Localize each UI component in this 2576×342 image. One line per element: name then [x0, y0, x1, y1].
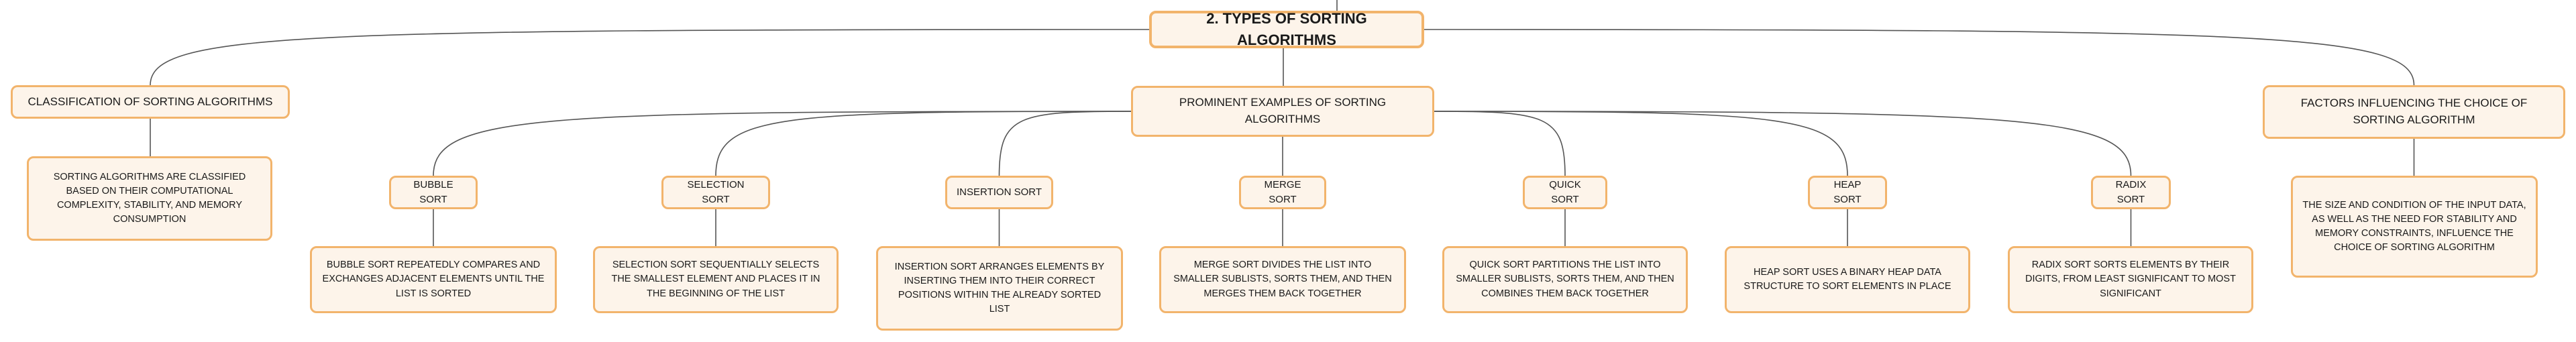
- classification-description-text: SORTING ALGORITHMS ARE CLASSIFIED BASED …: [53, 171, 246, 225]
- topic-quick-sort-label: QUICK SORT: [1549, 179, 1581, 205]
- connector-root-factors: [1424, 29, 2415, 86]
- topic-radix-sort-label: RADIX SORT: [2115, 179, 2147, 205]
- topic-insertion-sort[interactable]: INSERTION SORT: [945, 176, 1053, 209]
- topic-insertion-sort-label: INSERTION SORT: [957, 186, 1042, 198]
- merge-sort-description-text: MERGE SORT DIVIDES THE LIST INTO SMALLER…: [1173, 260, 1392, 299]
- bubble-sort-description[interactable]: BUBBLE SORT REPEATEDLY COMPARES AND EXCH…: [310, 246, 557, 313]
- topic-radix-sort[interactable]: RADIX SORT: [2091, 176, 2171, 209]
- heap-sort-description-text: HEAP SORT USES A BINARY HEAP DATA STRUCT…: [1743, 266, 1951, 292]
- topic-bubble-sort-label: BUBBLE SORT: [413, 179, 453, 205]
- topic-classification-label: CLASSIFICATION OF SORTING ALGORITHMS: [28, 95, 273, 108]
- selection-sort-description-text: SELECTION SORT SEQUENTIALLY SELECTS THE …: [611, 260, 820, 299]
- bubble-sort-description-text: BUBBLE SORT REPEATEDLY COMPARES AND EXCH…: [322, 260, 545, 299]
- topic-heap-sort[interactable]: HEAP SORT: [1808, 176, 1887, 209]
- topic-prominent-examples-label: PROMINENT EXAMPLES OF SORTING ALGORITHMS: [1179, 96, 1387, 125]
- quick-sort-description-text: QUICK SORT PARTITIONS THE LIST INTO SMAL…: [1456, 260, 1674, 299]
- topic-selection-sort-label: SELECTION SORT: [687, 179, 745, 205]
- classification-description[interactable]: SORTING ALGORITHMS ARE CLASSIFIED BASED …: [27, 156, 272, 241]
- root-topic[interactable]: 2. TYPES OF SORTING ALGORITHMS: [1149, 10, 1424, 48]
- topic-selection-sort[interactable]: SELECTION SORT: [661, 176, 770, 209]
- topic-heap-sort-label: HEAP SORT: [1833, 179, 1862, 205]
- connector-examples-quick: [1434, 111, 1566, 176]
- topic-merge-sort-label: MERGE SORT: [1264, 179, 1301, 205]
- merge-sort-description[interactable]: MERGE SORT DIVIDES THE LIST INTO SMALLER…: [1159, 246, 1406, 313]
- topic-bubble-sort[interactable]: BUBBLE SORT: [389, 176, 478, 209]
- connector-examples-bubble: [433, 111, 1132, 176]
- radix-sort-description[interactable]: RADIX SORT SORTS ELEMENTS BY THEIR DIGIT…: [2008, 246, 2253, 313]
- insertion-sort-description-text: INSERTION SORT ARRANGES ELEMENTS BY INSE…: [894, 261, 1105, 315]
- topic-prominent-examples[interactable]: PROMINENT EXAMPLES OF SORTING ALGORITHMS: [1131, 86, 1434, 137]
- topic-factors[interactable]: FACTORS INFLUENCING THE CHOICE OF SORTIN…: [2263, 85, 2565, 139]
- connector-examples-radix: [1434, 111, 2132, 176]
- radix-sort-description-text: RADIX SORT SORTS ELEMENTS BY THEIR DIGIT…: [2025, 260, 2236, 299]
- topic-classification[interactable]: CLASSIFICATION OF SORTING ALGORITHMS: [11, 85, 290, 119]
- topic-factors-label: FACTORS INFLUENCING THE CHOICE OF SORTIN…: [2300, 97, 2528, 126]
- connector-root-classification: [150, 29, 1150, 86]
- root-topic-label: 2. TYPES OF SORTING ALGORITHMS: [1206, 10, 1367, 48]
- connector-examples-heap: [1434, 111, 1848, 176]
- insertion-sort-description[interactable]: INSERTION SORT ARRANGES ELEMENTS BY INSE…: [876, 246, 1123, 331]
- selection-sort-description[interactable]: SELECTION SORT SEQUENTIALLY SELECTS THE …: [593, 246, 839, 313]
- topic-quick-sort[interactable]: QUICK SORT: [1523, 176, 1607, 209]
- quick-sort-description[interactable]: QUICK SORT PARTITIONS THE LIST INTO SMAL…: [1442, 246, 1688, 313]
- factors-description[interactable]: THE SIZE AND CONDITION OF THE INPUT DATA…: [2291, 176, 2538, 278]
- topic-merge-sort[interactable]: MERGE SORT: [1239, 176, 1326, 209]
- connector-examples-insertion: [998, 111, 1132, 176]
- heap-sort-description[interactable]: HEAP SORT USES A BINARY HEAP DATA STRUCT…: [1725, 246, 1970, 313]
- factors-description-text: THE SIZE AND CONDITION OF THE INPUT DATA…: [2302, 199, 2526, 253]
- connector-examples-selection: [715, 111, 1132, 176]
